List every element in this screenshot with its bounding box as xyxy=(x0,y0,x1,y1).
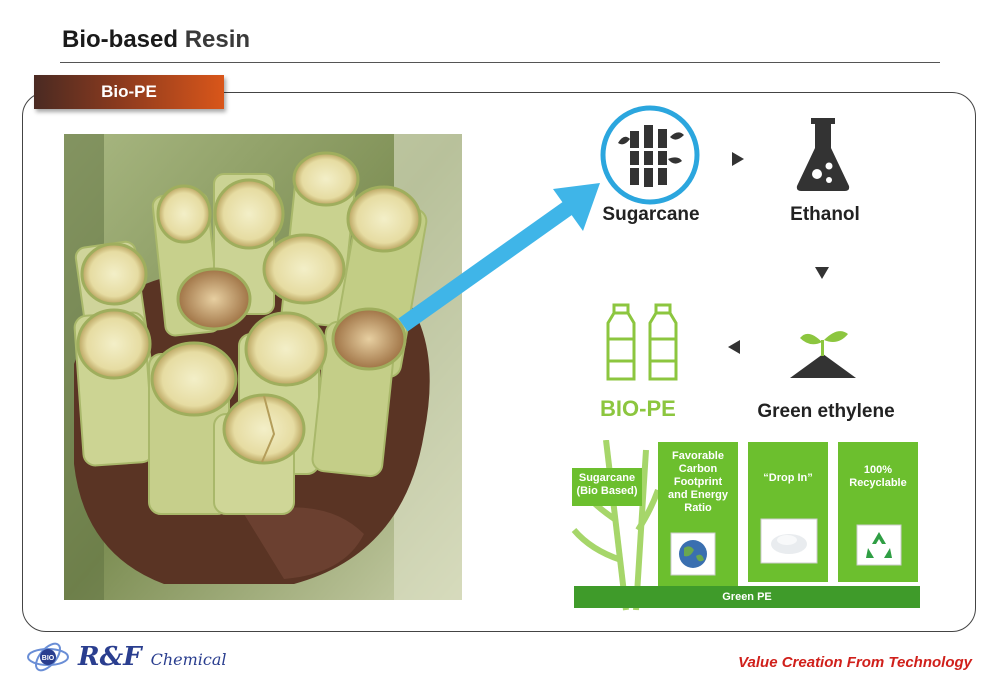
sugarcane-label: Sugarcane xyxy=(602,204,700,225)
sprout-icon xyxy=(790,331,856,378)
flask-icon xyxy=(796,118,850,191)
logo-brand: R&F xyxy=(78,642,142,672)
pellets-icon xyxy=(760,518,818,564)
section-tag: Bio-PE xyxy=(34,75,224,109)
globe-icon xyxy=(670,532,716,576)
feature-sugarcane: Sugarcane (Bio Based) xyxy=(572,468,642,506)
bamboo-icon xyxy=(600,105,700,205)
sugarcane-photo xyxy=(64,134,462,600)
logo-sub: Chemical xyxy=(150,650,227,669)
logo-wordmark: R&F Chemical xyxy=(78,642,227,672)
title-part2: Resin xyxy=(184,26,251,53)
logo-badge-text: BIO xyxy=(42,655,55,662)
slogan: Value Creation From Technology xyxy=(738,654,972,671)
arrow-to-sugarcane-icon xyxy=(398,183,600,332)
green-pe-bar: Green PE xyxy=(574,586,920,608)
page-title: Bio-based Resin xyxy=(62,26,250,54)
title-divider xyxy=(60,62,940,63)
bio-pe-label: BIO-PE xyxy=(600,396,676,421)
arrow-left-icon xyxy=(728,340,740,354)
recycle-icon xyxy=(856,524,902,566)
ethanol-label: Ethanol xyxy=(790,204,860,225)
arrow-right-icon xyxy=(732,152,744,166)
company-logo-icon: BIO xyxy=(27,642,69,672)
title-part1: Bio-based xyxy=(62,26,179,53)
bottles-icon xyxy=(606,303,678,381)
arrow-down-icon xyxy=(815,267,829,279)
green-ethylene-label: Green ethylene xyxy=(757,401,895,422)
